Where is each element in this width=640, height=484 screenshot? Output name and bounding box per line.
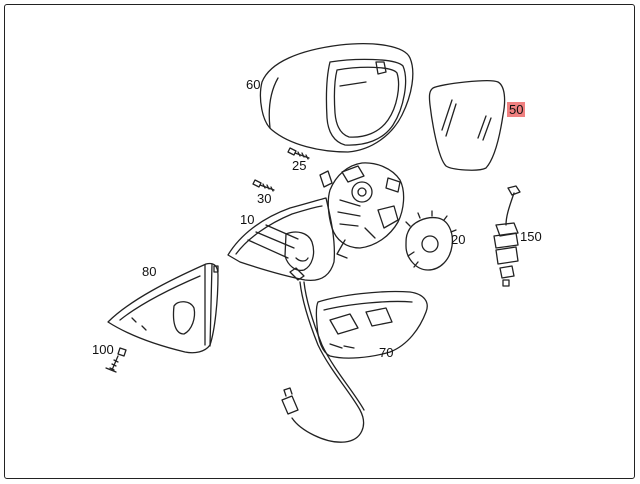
part-25-screw[interactable] xyxy=(287,147,310,160)
part-10-mirror-base[interactable] xyxy=(227,170,336,282)
part-30-screw[interactable] xyxy=(252,179,275,192)
callout-70: 70 xyxy=(379,345,394,360)
callout-30: 30 xyxy=(257,191,272,206)
wiring-harness[interactable] xyxy=(281,281,365,443)
part-60-mirror-housing-cover[interactable] xyxy=(259,42,414,153)
callout-100: 100 xyxy=(92,342,114,357)
callout-10: 10 xyxy=(240,212,255,227)
callout-20: 20 xyxy=(451,232,466,247)
part-100-screw[interactable] xyxy=(105,347,127,373)
callout-80: 80 xyxy=(142,264,157,279)
diagram-frame xyxy=(4,4,635,479)
part-50-mirror-glass[interactable] xyxy=(428,80,506,171)
mirror-adjustment-motor-unit[interactable] xyxy=(327,162,405,259)
part-150-electrical-connector[interactable] xyxy=(493,185,521,287)
callout-150: 150 xyxy=(520,229,542,244)
part-70-lower-housing[interactable] xyxy=(315,290,428,359)
callout-25: 25 xyxy=(292,158,307,173)
callout-50: 50 xyxy=(507,102,526,117)
callout-60: 60 xyxy=(246,77,261,92)
part-80-lower-trim-cover[interactable] xyxy=(107,262,219,354)
part-20-actuator[interactable] xyxy=(405,210,457,271)
